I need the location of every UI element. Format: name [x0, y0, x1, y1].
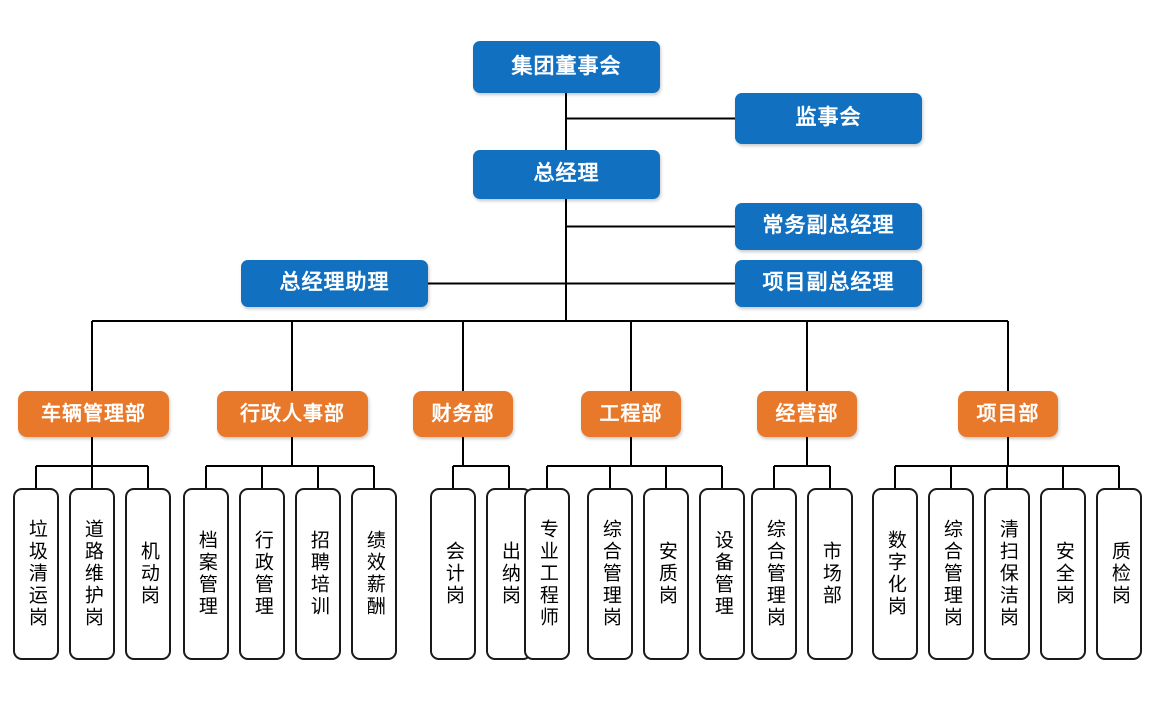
position-box-accounting[interactable]: 会计岗 [430, 488, 476, 660]
position-box-digitalization[interactable]: 数字化岗 [872, 488, 918, 660]
position-box-equipment-mgmt[interactable]: 设备管理 [699, 488, 745, 660]
department-box-engineering[interactable]: 工程部 [581, 391, 681, 437]
position-box-quality-check[interactable]: 质检岗 [1096, 488, 1142, 660]
department-box-finance[interactable]: 财务部 [413, 391, 513, 437]
department-box-project[interactable]: 项目部 [958, 391, 1058, 437]
department-box-admin-hr[interactable]: 行政人事部 [217, 391, 368, 437]
position-box-ops-general-mgmt[interactable]: 综合管理岗 [751, 488, 797, 660]
exec-box-general-manager[interactable]: 总经理 [473, 150, 660, 199]
position-box-admin-mgmt[interactable]: 行政管理 [239, 488, 285, 660]
position-box-standby[interactable]: 机动岗 [125, 488, 171, 660]
position-box-safety-quality[interactable]: 安质岗 [643, 488, 689, 660]
position-box-eng-general-mgmt[interactable]: 综合管理岗 [587, 488, 633, 660]
department-box-vehicle[interactable]: 车辆管理部 [18, 391, 169, 437]
position-box-safety[interactable]: 安全岗 [1040, 488, 1086, 660]
position-box-recruit-training[interactable]: 招聘培训 [295, 488, 341, 660]
position-box-records-mgmt[interactable]: 档案管理 [183, 488, 229, 660]
exec-box-exec-vp[interactable]: 常务副总经理 [735, 203, 922, 250]
position-box-road-maintain[interactable]: 道路维护岗 [69, 488, 115, 660]
position-box-cleaning[interactable]: 清扫保洁岗 [984, 488, 1030, 660]
position-box-performance-pay[interactable]: 绩效薪酬 [351, 488, 397, 660]
position-box-market-dept[interactable]: 市场部 [807, 488, 853, 660]
exec-box-supervisors[interactable]: 监事会 [735, 93, 922, 144]
position-box-waste-transport[interactable]: 垃圾清运岗 [13, 488, 59, 660]
exec-box-project-vp[interactable]: 项目副总经理 [735, 260, 922, 307]
position-box-professional-engineer[interactable]: 专业工程师 [524, 488, 570, 660]
exec-box-gm-assistant[interactable]: 总经理助理 [241, 260, 428, 307]
position-box-proj-general-mgmt[interactable]: 综合管理岗 [928, 488, 974, 660]
exec-box-board[interactable]: 集团董事会 [473, 41, 660, 93]
department-box-operations[interactable]: 经营部 [757, 391, 857, 437]
